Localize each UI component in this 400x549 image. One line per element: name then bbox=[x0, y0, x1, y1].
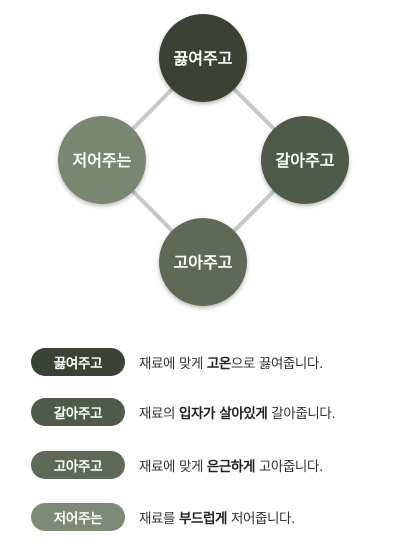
legend-pill-boil: 끓여주고 bbox=[31, 348, 125, 376]
node-grind-label: 갈아주고 bbox=[276, 151, 335, 170]
node-simmer-label: 고아주고 bbox=[174, 253, 233, 272]
legend-pill-simmer: 고아주고 bbox=[31, 451, 125, 479]
legend-desc-simmer: 재료에 맞게 은근하게 고아줍니다. bbox=[139, 459, 323, 475]
legend-pill-stir: 저어주는 bbox=[31, 503, 125, 531]
node-boil-circle bbox=[159, 14, 247, 102]
legend-row-stir: 저어주는 재료를 부드럽게 저어줍니다. bbox=[31, 502, 295, 532]
node-stir-label: 저어주는 bbox=[73, 151, 132, 170]
node-boil: 끓여주고 bbox=[159, 14, 247, 102]
legend-desc-grind: 재료의 입자가 살아있게 갈아줍니다. bbox=[139, 406, 336, 422]
node-grind-circle bbox=[261, 116, 349, 204]
node-grind: 갈아주고 bbox=[261, 116, 349, 204]
legend-row-boil: 끓여주고 재료에 맞게 고온으로 끓여줍니다. bbox=[31, 347, 323, 377]
legend-desc-stir: 재료를 부드럽게 저어줍니다. bbox=[139, 511, 295, 527]
legend-pill-grind: 갈아주고 bbox=[31, 398, 125, 426]
node-stir-circle bbox=[58, 116, 146, 204]
node-simmer-circle bbox=[159, 218, 247, 306]
legend-row-simmer: 고아주고 재료에 맞게 은근하게 고아줍니다. bbox=[31, 450, 323, 480]
node-boil-label: 끓여주고 bbox=[174, 49, 233, 68]
node-stir: 저어주는 bbox=[58, 116, 146, 204]
legend-row-grind: 갈아주고 재료의 입자가 살아있게 갈아줍니다. bbox=[31, 397, 336, 427]
node-simmer: 고아주고 bbox=[159, 218, 247, 306]
legend-desc-boil: 재료에 맞게 고온으로 끓여줍니다. bbox=[139, 356, 323, 372]
